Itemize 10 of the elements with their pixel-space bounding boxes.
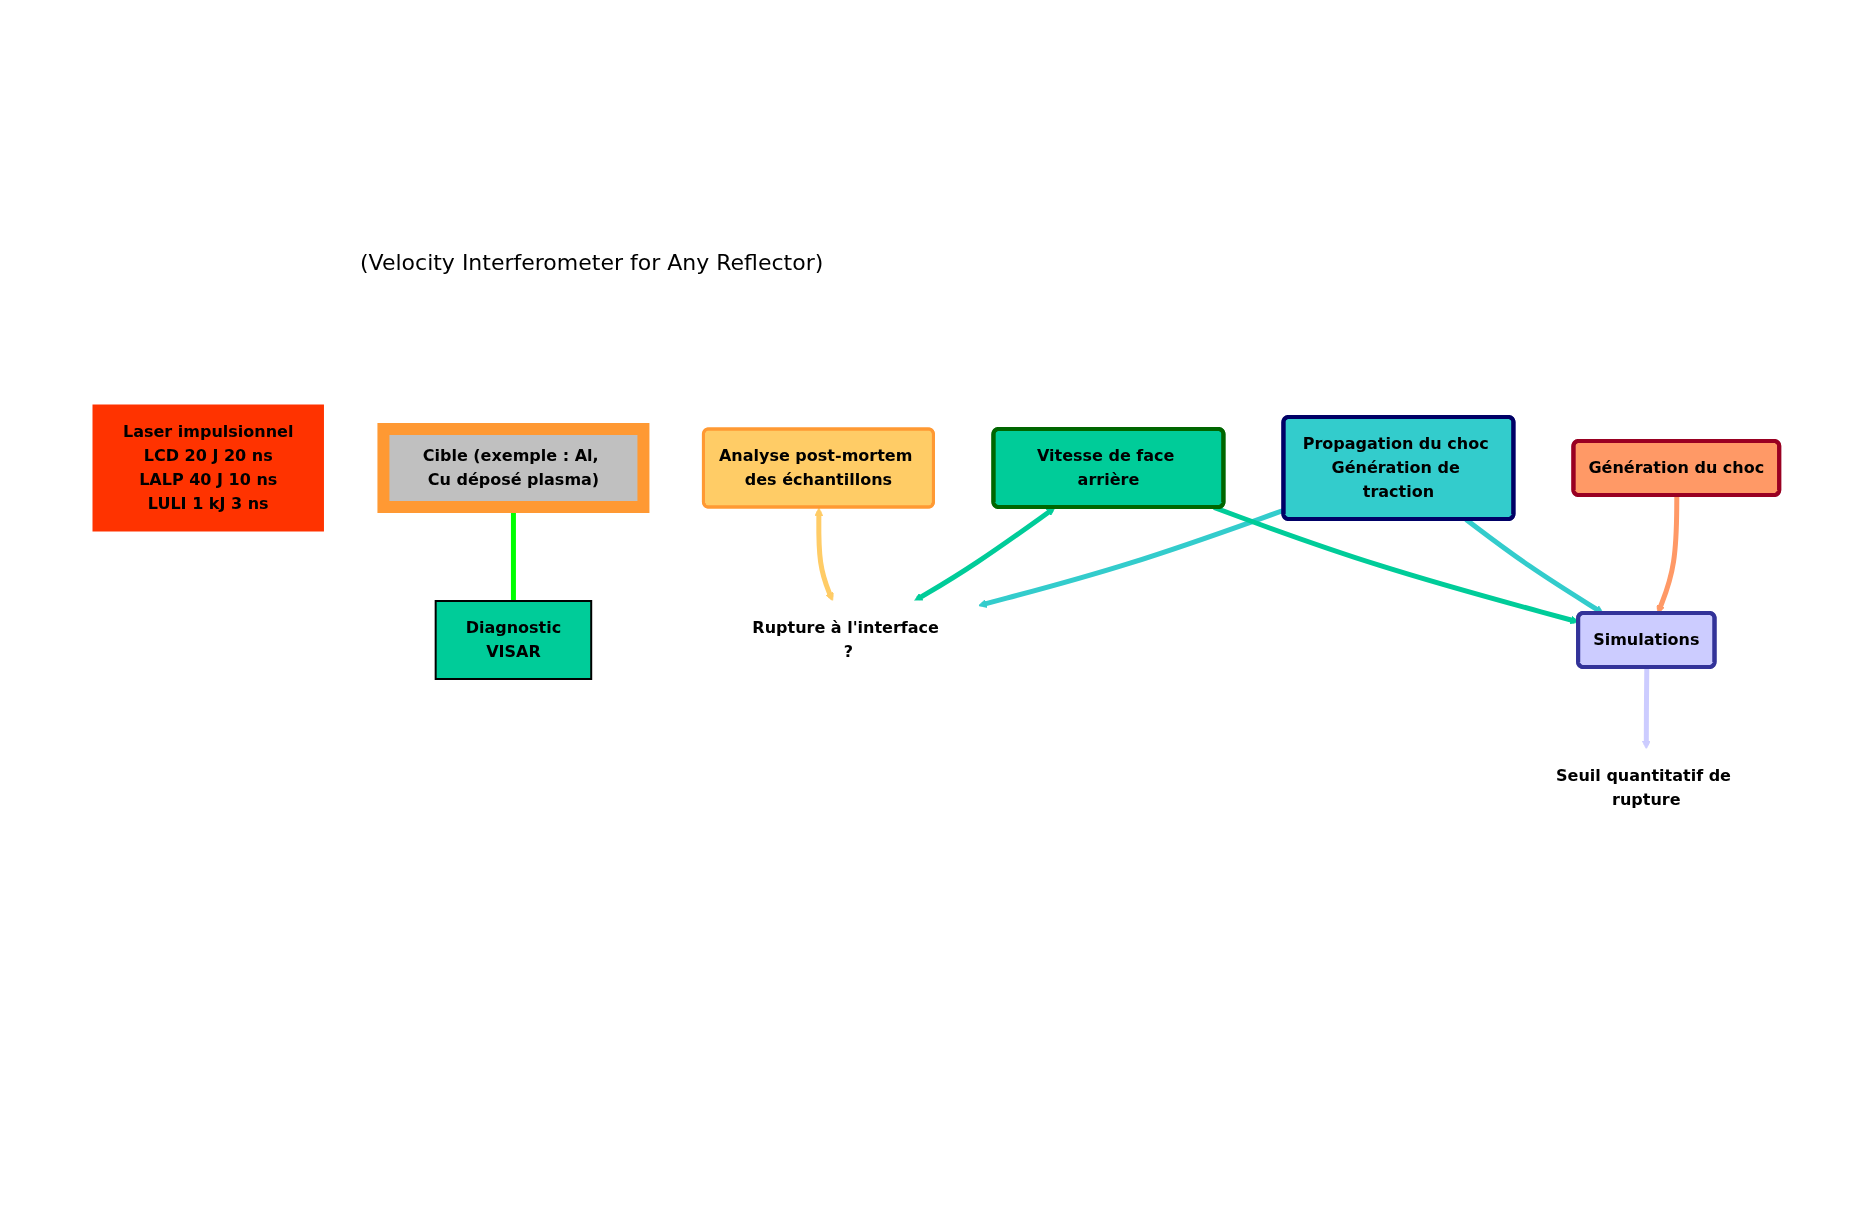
arrow	[814, 507, 835, 602]
node-box: Laser impulsionnel LCD 20 J 20 ns LALP 40 J 10 ns LULI 1 kJ 3 ns	[92, 404, 325, 532]
arrow	[914, 507, 1056, 602]
note-text: (Velocity Interferometer for Any Reflector)	[360, 250, 824, 275]
node-box: Cible (exemple : Al, Cu déposé plasma)	[377, 423, 650, 513]
node-box: Diagnostic VISAR	[435, 600, 593, 680]
arrow	[1656, 495, 1680, 614]
node-text: Rupture à l'interface ?	[752, 618, 940, 661]
arrow	[1642, 667, 1652, 750]
node-text: Seuil quantitatif de rupture	[1556, 766, 1732, 809]
